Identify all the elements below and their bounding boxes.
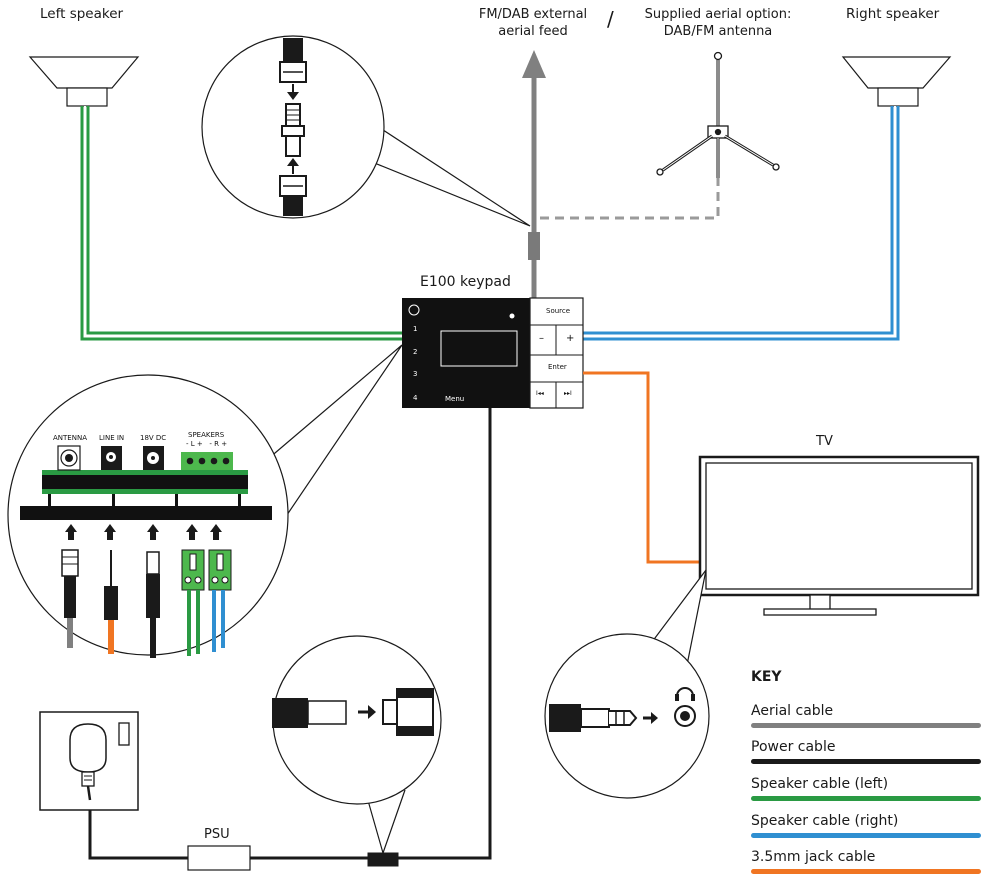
e100-keypad-body (402, 297, 584, 409)
key-swatch (751, 723, 981, 728)
keypad-preset-2[interactable]: 2 (413, 348, 418, 356)
tv (698, 455, 980, 616)
keypad-label: E100 keypad (420, 274, 511, 290)
line-in-port-label: LINE IN (99, 434, 125, 442)
psu-label: PSU (204, 827, 230, 842)
right-speaker (841, 56, 952, 107)
keypad-prev-button[interactable]: I◂◂ (536, 390, 544, 397)
power-cable (88, 408, 492, 871)
rear-panel-callout (7, 344, 403, 658)
key-swatch (751, 869, 981, 874)
key-item-speaker-right: Speaker cable (right) (751, 812, 981, 838)
keypad-next-button[interactable]: ▸▸I (564, 390, 572, 397)
slash-divider: / (607, 7, 614, 31)
key-item-power: Power cable (751, 738, 981, 764)
keypad-preset-1[interactable]: 1 (413, 325, 418, 333)
key-item-label: 3.5mm jack cable (751, 849, 876, 865)
keypad-plus-button[interactable]: + (566, 333, 575, 344)
key-item-aerial: Aerial cable (751, 702, 981, 728)
dc-port-label: 18V DC (140, 434, 167, 442)
tv-label: TV (816, 434, 833, 449)
antenna-port-label: ANTENNA (53, 434, 87, 442)
speaker-cable-left (80, 106, 402, 341)
jack-callout (544, 569, 710, 799)
aerial-connector-callout (201, 35, 531, 227)
keypad-enter-button[interactable]: Enter (548, 363, 567, 371)
key-swatch (751, 833, 981, 838)
psu-callout (272, 635, 442, 855)
key-title: KEY (751, 669, 782, 685)
left-speaker-label: Left speaker (40, 6, 124, 22)
aerial-cable (522, 50, 720, 298)
keypad-source-button[interactable]: Source (546, 307, 571, 315)
key-item-label: Aerial cable (751, 703, 834, 719)
key-item-speaker-left: Speaker cable (left) (751, 775, 981, 801)
fm-dab-feed-label: FM/DAB external aerial feed (478, 7, 588, 39)
key-item-label: Power cable (751, 739, 836, 755)
key-swatch (751, 796, 981, 801)
jack-cable (583, 371, 706, 564)
speakers-port-label: SPEAKERS (188, 431, 225, 439)
left-speaker (28, 56, 140, 107)
keypad-minus-button[interactable]: – (539, 333, 544, 344)
key-item-label: Speaker cable (right) (751, 813, 899, 829)
aerial-option-label: Supplied aerial option: DAB/FM antenna (644, 7, 792, 39)
keypad-preset-4[interactable]: 4 (413, 394, 418, 402)
key-swatch (751, 759, 981, 764)
right-speaker-label: Right speaker (846, 6, 940, 22)
key-item-label: Speaker cable (left) (751, 776, 889, 792)
keypad-menu-button[interactable]: Menu (445, 395, 465, 403)
keypad-preset-3[interactable]: 3 (413, 370, 418, 378)
antenna-tripod (656, 51, 780, 178)
wall-socket (39, 711, 139, 811)
speaker-polarity-label: - L + - R + (186, 440, 228, 448)
speaker-cable-right (583, 106, 900, 341)
key-item-jack: 3.5mm jack cable (751, 848, 981, 874)
